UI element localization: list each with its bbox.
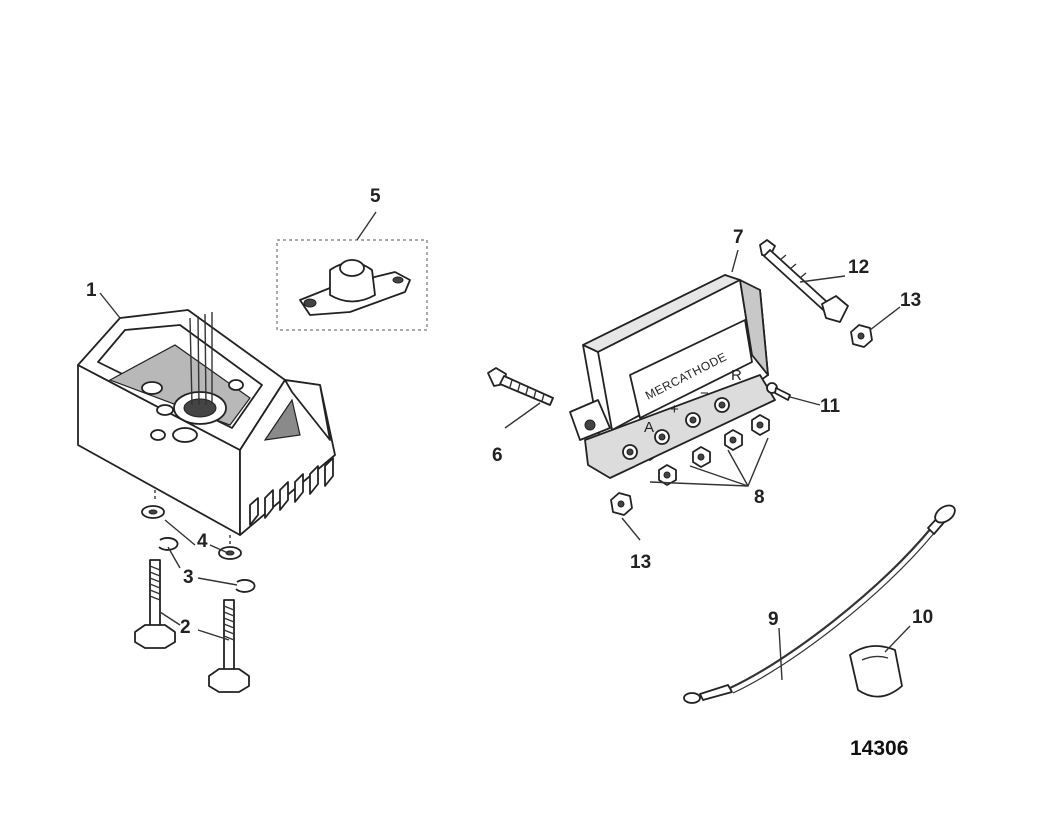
callout-2: 2 — [180, 617, 191, 638]
part-1-housing — [77, 309, 336, 536]
part-4-washers — [141, 505, 242, 560]
callout-13-upper: 13 — [900, 290, 921, 311]
callout-11: 11 — [820, 396, 841, 417]
callout-7: 7 — [733, 227, 744, 248]
callout-9: 9 — [768, 609, 779, 630]
callout-6: 6 — [492, 445, 503, 466]
part-11-screw — [766, 382, 791, 401]
part-6-screw — [487, 367, 554, 406]
callout-13-lower: 13 — [630, 552, 651, 573]
callout-12: 12 — [848, 257, 869, 278]
part-3-lock-washers — [158, 537, 256, 593]
part-5-inset — [276, 239, 428, 331]
callout-numbers: 1 2 3 4 5 6 7 8 9 10 11 12 13 13 — [86, 186, 933, 638]
part-9-ground-strap — [683, 504, 956, 704]
leader-lines — [99, 211, 911, 681]
callout-5: 5 — [370, 186, 381, 207]
part-7-regulator: MERCATHODE A + − R — [569, 274, 776, 479]
part-13-nut-upper — [850, 324, 873, 348]
callout-4: 4 — [197, 531, 208, 552]
callout-8: 8 — [754, 487, 765, 508]
regulator-terminals: A + − R — [622, 367, 742, 460]
part-13-nut-lower — [610, 492, 633, 516]
part-10-cap — [849, 645, 903, 698]
part-2-bolts — [134, 559, 250, 693]
callout-10: 10 — [912, 607, 933, 628]
callout-1: 1 — [86, 280, 97, 301]
part-12-stud — [759, 239, 849, 323]
terminal-label-a: A — [644, 419, 654, 436]
figure-number: 14306 — [850, 737, 908, 760]
terminal-label-minus: − — [700, 385, 709, 402]
part-8-nuts — [658, 414, 770, 486]
callout-3: 3 — [183, 567, 194, 588]
terminal-label-plus: + — [670, 401, 679, 418]
terminal-label-r: R — [731, 367, 742, 384]
